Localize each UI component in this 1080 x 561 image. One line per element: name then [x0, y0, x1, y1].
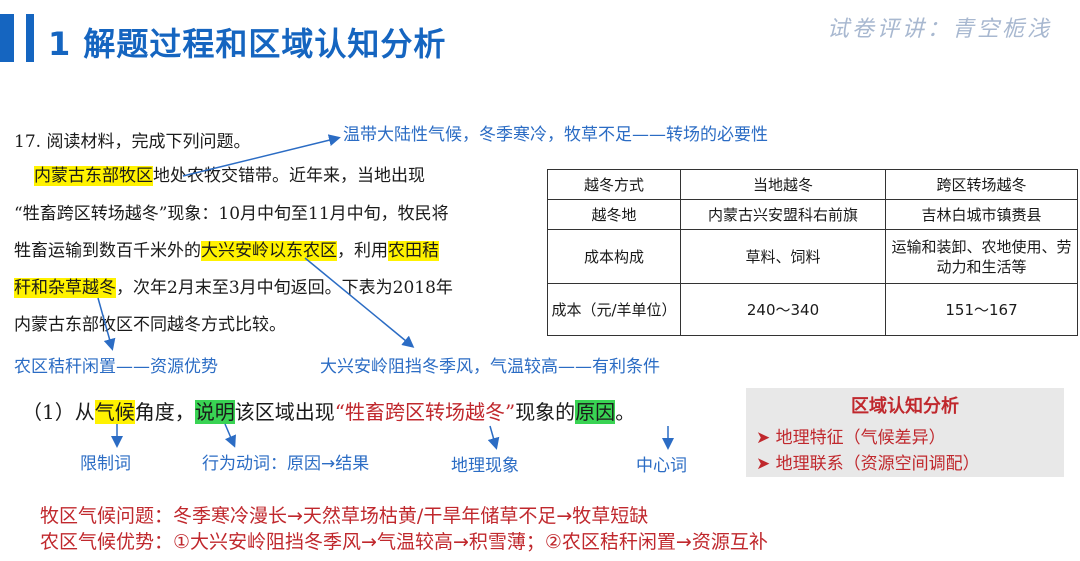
conclusion-farm: 农区气候优势：①大兴安岭阻挡冬季风→气温较高→积雪薄；②农区秸秆闲置→资源互补 — [40, 531, 768, 553]
arrow-to-verb-word — [224, 423, 236, 448]
analysis-box: 区域认知分析 ➤ 地理特征（气候差异） ➤ 地理联系（资源空间调配） — [746, 388, 1064, 477]
table-row: 越冬地 内蒙古兴安盟科右前旗 吉林白城市镇赉县 — [547, 199, 1078, 230]
highlight-farm-area: 大兴安岭以东农区 — [201, 241, 337, 261]
analysis-item-text: 地理联系（资源空间调配） — [775, 454, 980, 474]
arrow-to-mountain-note — [304, 257, 415, 348]
note-mountain: 大兴安岭阻挡冬季风，气温较高——有利条件 — [320, 357, 660, 377]
highlight-reason: 原因 — [575, 400, 616, 424]
table-cell: 运输和装卸、农地使用、劳动力和生活等 — [885, 229, 1078, 284]
header-accent-bar — [0, 14, 14, 62]
table-cell: 240～340 — [680, 283, 886, 336]
highlight-climate: 气候 — [94, 400, 135, 424]
question-line-4-a: 牲畜运输到数百千米外的 — [14, 241, 201, 261]
question-line-6: 内蒙古东部牧区不同越冬方式比较。 — [14, 315, 286, 335]
question-line-5: 秆和杂草越冬，次年2月末至3月中旬返回。下表为2018年 — [14, 270, 453, 307]
label-limit-word: 限制词 — [80, 454, 131, 474]
header-accent-bar-thin — [26, 14, 34, 62]
highlight-straw-1: 农田秸 — [388, 241, 439, 261]
table-cell: 越冬地 — [547, 199, 681, 230]
analysis-title: 区域认知分析 — [851, 396, 959, 417]
label-phenomenon: 地理现象 — [451, 456, 519, 476]
sub-question-d: 现象的 — [515, 400, 576, 424]
table-cell: 151～167 — [885, 283, 1078, 336]
question-line-2: 内蒙古东部牧区地处农牧交错带。近年来，当地出现 — [34, 158, 425, 195]
highlight-pastoral-area: 内蒙古东部牧区 — [34, 166, 153, 186]
analysis-item: ➤ 地理联系（资源空间调配） — [756, 449, 980, 474]
sub-question-b: 角度， — [134, 400, 195, 424]
sub-question: （1）从气候角度，说明该区域出现“牲畜跨区转场越冬”现象的原因。 — [22, 396, 635, 425]
table-cell: 内蒙古兴安盟科右前旗 — [680, 199, 886, 230]
comparison-table: 越冬方式 当地越冬 跨区转场越冬 越冬地 内蒙古兴安盟科右前旗 吉林白城市镇赉县… — [547, 169, 1078, 336]
question-line-4: 牲畜运输到数百千米外的大兴安岭以东农区，利用农田秸 — [14, 233, 439, 270]
page-title: 1 解题过程和区域认知分析 — [48, 25, 447, 63]
note-straw: 农区秸秆闲置——资源优势 — [14, 357, 218, 377]
table-row: 成本（元/羊单位） 240～340 151～167 — [547, 283, 1078, 336]
conclusion-pasture: 牧区气候问题：冬季寒冷漫长→天然草场枯黄/干旱年储草不足→牧草短缺 — [40, 505, 649, 527]
arrow-to-climate-note — [182, 134, 341, 177]
analysis-item: ➤ 地理特征（气候差异） — [756, 423, 946, 448]
analysis-item-text: 地理特征（气候差异） — [775, 428, 946, 448]
table-cell: 草料、饲料 — [680, 229, 886, 284]
question-line-2-rest: 地处农牧交错带。近年来，当地出现 — [153, 166, 425, 186]
table-cell: 成本（元/羊单位） — [547, 283, 681, 336]
highlight-explain: 说明 — [194, 400, 235, 424]
arrow-right-icon: ➤ — [756, 428, 776, 448]
arrow-right-icon: ➤ — [756, 454, 776, 474]
label-center-word: 中心词 — [636, 456, 687, 476]
question-line-1: 17. 阅读材料，完成下列问题。 — [14, 132, 251, 152]
note-climate: 温带大陆性气候，冬季寒冷，牧草不足——转场的必要性 — [343, 125, 768, 145]
sub-question-e: 。 — [615, 400, 636, 424]
question-line-5-rest: ，次年2月末至3月中旬返回。下表为2018年 — [116, 278, 453, 298]
arrow-to-straw-note — [97, 297, 116, 351]
table-row: 成本构成 草料、饲料 运输和装卸、农地使用、劳动力和生活等 — [547, 229, 1078, 284]
table-cell: 跨区转场越冬 — [885, 169, 1078, 200]
watermark: 试卷评讲：青空栀浅 — [826, 17, 1052, 42]
highlight-straw-2: 秆和杂草越冬 — [14, 278, 116, 298]
question-line-4-b: ，利用 — [337, 241, 388, 261]
table-cell: 吉林白城市镇赉县 — [885, 199, 1078, 230]
sub-question-a: （1）从 — [22, 400, 95, 424]
sub-question-c: 该区域出现 — [234, 400, 335, 424]
label-verb-word: 行为动词：原因→结果 — [202, 454, 370, 474]
phenomenon-text: “牲畜跨区转场越冬” — [334, 400, 516, 424]
arrow-to-phenomenon — [487, 425, 500, 450]
question-line-3: “牲畜跨区转场越冬”现象：10月中旬至11月中旬，牧民将 — [14, 204, 449, 224]
